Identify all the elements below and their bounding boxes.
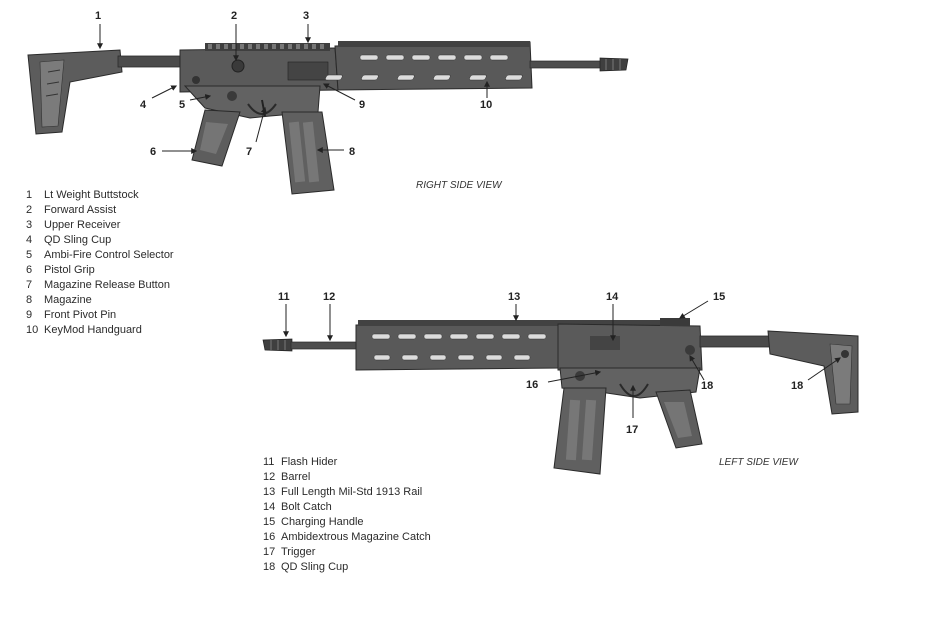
left-side-view-title: LEFT SIDE VIEW [719,457,799,468]
callout-14: 14 [606,291,619,303]
forward-assist [231,59,245,73]
callout-5: 5 [179,99,185,111]
callout-1: 1 [95,10,101,22]
lower-receiver [183,85,321,119]
rifle-left-side [262,318,859,475]
barrel [529,60,603,69]
rifle-right-side [27,41,629,195]
callout-12: 12 [323,291,335,303]
callout-6: 6 [150,146,156,158]
callout-18b: 18 [791,380,803,392]
right-leaders [97,24,490,154]
handguard-left [355,321,561,371]
barrel-left [290,341,360,350]
callout-3: 3 [303,10,309,22]
callout-7: 7 [246,146,252,158]
callout-8: 8 [349,146,355,158]
buffer-tube-left [699,335,771,348]
left-leaders [283,300,841,418]
buffer-tube [117,55,184,68]
callout-18a: 18 [701,380,713,392]
callout-9: 9 [359,99,365,111]
flash-hider [599,57,629,72]
callout-15: 15 [713,291,725,303]
upper-receiver-left [557,323,703,371]
callout-4: 4 [140,99,147,111]
callout-10: 10 [480,99,492,111]
callout-17: 17 [626,424,638,436]
callout-16: 16 [526,379,538,391]
right-side-view-title: RIGHT SIDE VIEW [416,180,503,191]
callout-13: 13 [508,291,520,303]
right-callouts: 1 2 3 4 5 6 7 8 9 10 [95,10,492,158]
callout-11: 11 [278,291,290,303]
callout-2: 2 [231,10,237,22]
left-callouts: 11 12 13 14 15 16 17 18 18 [278,291,803,436]
handguard [334,41,533,91]
flash-hider-left [262,338,293,352]
